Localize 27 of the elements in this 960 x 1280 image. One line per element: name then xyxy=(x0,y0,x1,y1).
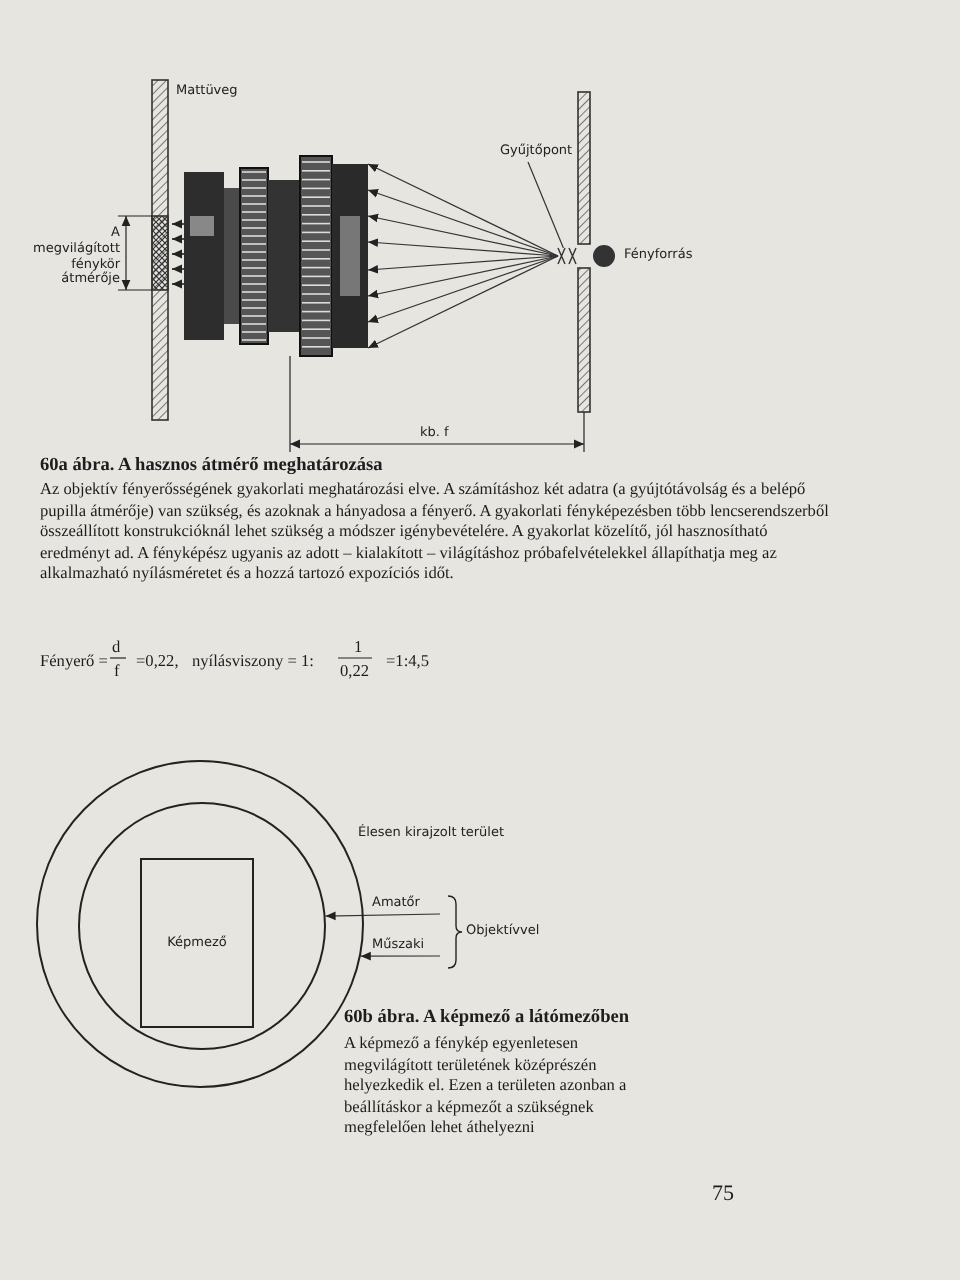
formula-text: Fényerő = xyxy=(40,652,108,674)
formula-text: =0,22, xyxy=(136,652,179,674)
formula-text: d xyxy=(112,638,121,660)
arrow xyxy=(367,255,559,323)
leader-line xyxy=(527,161,564,249)
arrow xyxy=(367,189,559,257)
page-number: 75 xyxy=(712,1184,734,1206)
arrow xyxy=(367,163,559,257)
arrow xyxy=(367,255,559,274)
figure-caption: 60b ábra. A képmező a látómezőben xyxy=(344,1008,630,1030)
formula-text: =1:4,5 xyxy=(386,652,430,674)
arrow xyxy=(367,255,559,299)
focal-point-icon xyxy=(558,248,576,264)
arrow xyxy=(367,213,559,257)
arrow xyxy=(367,238,559,257)
formula-text: 1 xyxy=(354,638,363,660)
formula-text: f xyxy=(114,662,120,684)
circle-outline xyxy=(78,802,326,1050)
arrow xyxy=(360,951,441,961)
body-text: A képmező a fénykép egyenletesen megvilágított területének középrészén helyezkedik el. Ezen a területen azonban a beállításkor a képmezőt a szükségnek megfelelően lehet áthelyezni xyxy=(344,1034,629,1140)
lens-drawing xyxy=(184,156,368,356)
formula-text: nyílásviszony = 1: xyxy=(192,652,314,674)
figure-caption: 60a ábra. A hasznos átmérő meghatározása xyxy=(40,456,383,478)
arrow xyxy=(367,255,559,349)
arrow xyxy=(325,911,441,921)
body-text: Az objektív fényerősségének gyakorlati meghatározási elve. A számításhoz két adatra (a gyújtótávolság és a belépő pupilla átmérője) van szükség, és azoknak a hányadosa a fényerő. A gyakorlati fényképezésben több lencserendszerből összeállított konstrukcióknál lehet szükség a módszer igénybevételére. A gyakorlat közelítő, jól hasznosítható eredményt ad. A fényképész ugyanis az adott – kialakított – világításhoz próbafelvételekkel állapíthatja meg az alkalmazható nyílásméretet és a hozzá tartozó expozíciós időt. xyxy=(40,480,831,586)
formula-text: 0,22 xyxy=(340,662,370,684)
